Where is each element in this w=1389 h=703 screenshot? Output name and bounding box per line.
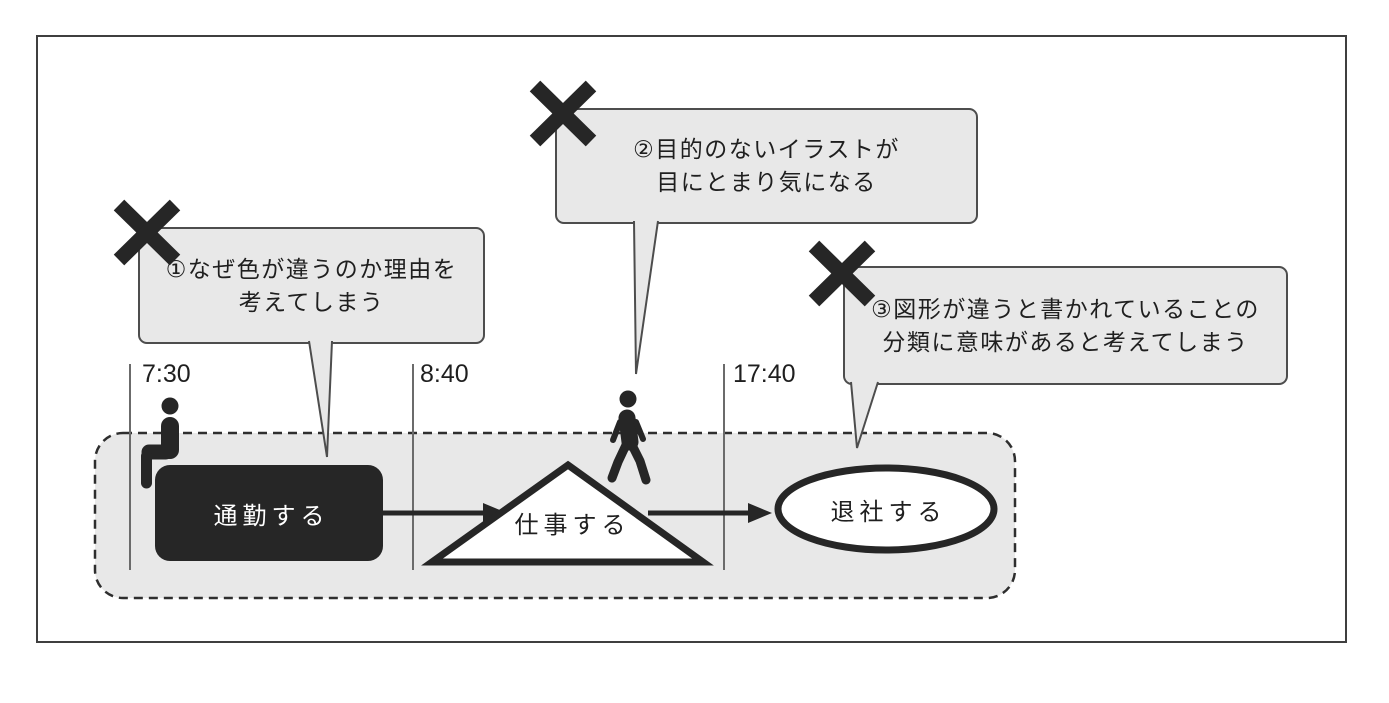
callout-3: ③図形が違うと書かれていることの 分類に意味があると考えてしまう: [843, 266, 1288, 385]
callout-2-line-1: ②目的のないイラストが: [633, 136, 900, 162]
time-label-3: 17:40: [733, 360, 796, 388]
step-label-work: 仕事する: [514, 511, 631, 539]
time-label-1: 7:30: [142, 360, 191, 388]
step-label-commute: 通勤する: [213, 502, 330, 530]
callout-2-line-2: 目にとまり気になる: [656, 169, 877, 195]
time-label-2: 8:40: [420, 360, 469, 388]
callout-1-line-1: ①なぜ色が違うのか理由を: [165, 255, 458, 282]
callout-1-line-2: 考えてしまう: [238, 288, 385, 315]
callout-1: ①なぜ色が違うのか理由を 考えてしまう: [138, 227, 485, 344]
step-label-leave: 退社する: [830, 498, 947, 526]
callout-3-line-1: ③図形が違うと書かれていることの: [871, 295, 1260, 322]
callout-2: ②目的のないイラストが 目にとまり気になる: [555, 108, 978, 224]
callout-3-line-2: 分類に意味があると考えてしまう: [882, 328, 1249, 355]
